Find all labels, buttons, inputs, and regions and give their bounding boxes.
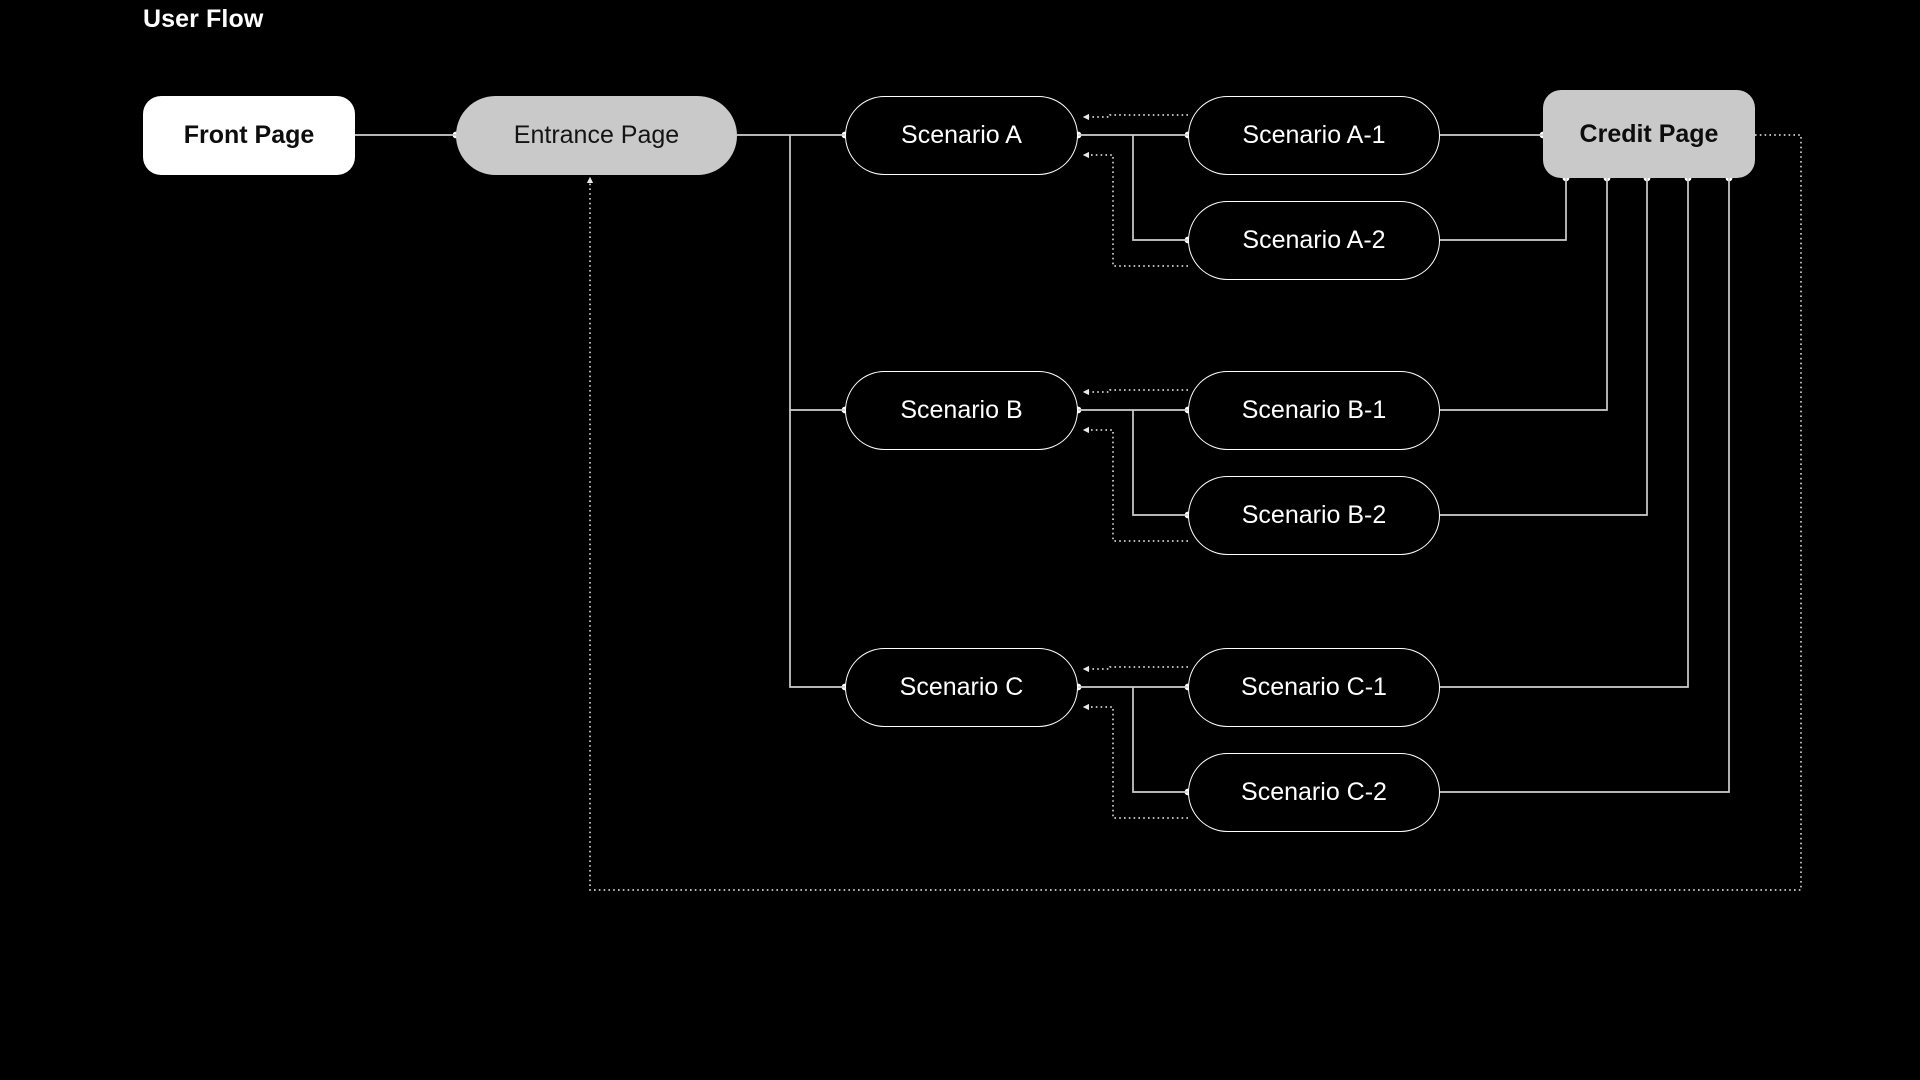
node-label-front: Front Page [183,121,315,149]
edge-entrance-to-scenario-b [789,135,845,411]
edge-scenario-c2-to-c [1082,703,1188,819]
node-scB[interactable]: Scenario B [845,371,1078,450]
edge-scenario-c-to-c2 [1132,687,1188,793]
edge-scenario-b2-to-credit [1440,178,1648,516]
node-label-scA: Scenario A [901,121,1022,149]
edge-scenario-b2-to-b [1082,426,1188,542]
edge-scenario-c1-to-credit [1440,178,1689,688]
node-label-scC2: Scenario C-2 [1241,778,1387,806]
edge-entrance-to-scenario-c [789,410,845,688]
node-label-scA1: Scenario A-1 [1242,121,1386,149]
node-scA2[interactable]: Scenario A-2 [1188,201,1440,280]
node-scC2[interactable]: Scenario C-2 [1188,753,1440,832]
node-label-scC: Scenario C [899,673,1024,701]
node-label-entrance: Entrance Page [513,121,680,149]
connector-dots [452,131,1733,796]
node-entrance[interactable]: Entrance Page [456,96,737,175]
edge-scenario-b-to-b2 [1132,410,1188,516]
node-front[interactable]: Front Page [143,96,355,175]
edge-scenario-b1-to-b [1082,388,1188,396]
page-title: User Flow [143,5,264,33]
node-scB1[interactable]: Scenario B-1 [1188,371,1440,450]
node-scA1[interactable]: Scenario A-1 [1188,96,1440,175]
edge-scenario-a1-to-a [1082,113,1188,121]
edge-scenario-a-to-a2 [1132,135,1188,241]
edge-scenario-b1-to-credit [1440,178,1608,411]
node-label-scA2: Scenario A-2 [1242,226,1386,254]
node-label-credit: Credit Page [1579,119,1719,148]
node-scB2[interactable]: Scenario B-2 [1188,476,1440,555]
node-label-scB2: Scenario B-2 [1241,501,1387,529]
node-credit[interactable]: Credit Page [1543,90,1755,178]
node-label-scC1: Scenario C-1 [1241,673,1387,701]
node-scA[interactable]: Scenario A [845,96,1078,175]
edge-scenario-c2-to-credit [1440,178,1730,793]
node-scC1[interactable]: Scenario C-1 [1188,648,1440,727]
edge-scenario-a2-to-a [1082,151,1188,267]
node-label-scB1: Scenario B-1 [1241,396,1387,424]
edge-scenario-a2-to-credit [1440,178,1567,241]
node-label-scB: Scenario B [900,396,1023,424]
edge-scenario-c1-to-c [1082,665,1188,673]
node-scC[interactable]: Scenario C [845,648,1078,727]
